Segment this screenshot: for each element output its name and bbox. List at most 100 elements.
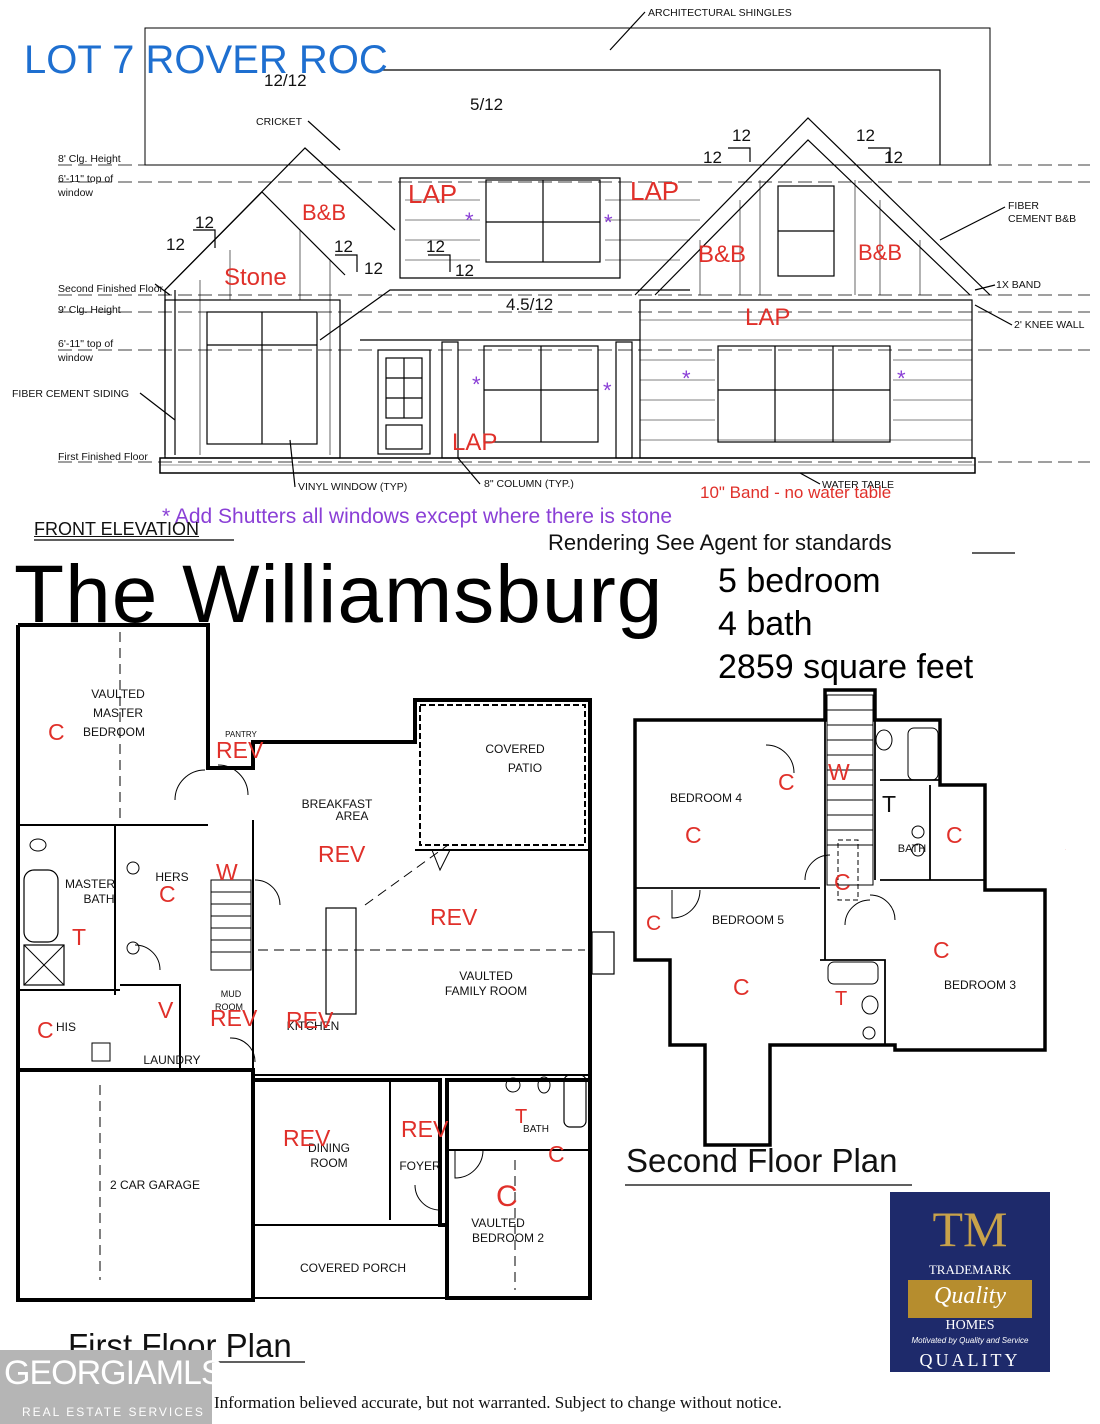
callout-window: window <box>57 187 93 199</box>
shutter-note: * Add Shutters all windows except where … <box>162 505 673 528</box>
logo-tagline: QUALITY <box>919 1350 1021 1370</box>
room-dining: DINING <box>308 1141 350 1155</box>
georgia-mls-badge <box>0 1350 212 1424</box>
room-dining-room: ROOM <box>310 1156 347 1170</box>
second-floor-plan-drawing <box>633 688 1047 1147</box>
callout-top-of-window-2: 6'-11" top of <box>58 338 113 350</box>
second-floor-title: Second Floor Plan <box>626 1142 898 1179</box>
pitch-12-a: 12 <box>732 126 751 145</box>
room-vaulted: VAULTED <box>91 687 145 701</box>
room-kitchen: KITCHEN <box>287 1019 340 1033</box>
room-bath-bed2: BATH <box>523 1124 549 1135</box>
material-bb-1: B&B <box>302 200 346 225</box>
shutter-mark-3: * <box>472 372 481 397</box>
mark2-c-bed5: C <box>733 974 750 1000</box>
pitch-12-e: 12 <box>195 213 214 232</box>
mark-rev-breakfast: REV <box>318 841 366 867</box>
mark2-c-extra: C <box>1065 849 1066 851</box>
mark-v: V <box>158 997 174 1023</box>
callout-1x-band: 1X BAND <box>996 279 1041 291</box>
callout-8-clg-height: 8' Clg. Height <box>58 153 121 165</box>
room-master: MASTER <box>93 706 143 720</box>
mark2-t: T <box>882 791 896 817</box>
logo-quality-script: Quality <box>934 1283 1006 1309</box>
mark2-c-hall: C <box>834 869 851 895</box>
room-laundry: LAUNDRY <box>143 1053 200 1067</box>
room-garage: 2 CAR GARAGE <box>110 1178 200 1192</box>
mark2-c-bath: C <box>946 822 963 848</box>
callout-vinyl-window: VINYL WINDOW (TYP) <box>298 481 407 493</box>
shutter-mark-6: * <box>897 366 906 391</box>
mark-c-his: C <box>37 1017 54 1043</box>
material-bb-3: B&B <box>858 240 902 265</box>
bath-count: 4 bath <box>718 605 813 643</box>
room-bedroom-5: BEDROOM 5 <box>712 913 784 927</box>
shutter-mark-1: * <box>465 208 474 233</box>
mark-rev-pantry: REV <box>216 737 264 763</box>
plan-name: The Williamsburg <box>14 549 664 640</box>
room-hers: HERS <box>155 870 188 884</box>
square-feet: 2859 square feet <box>718 648 974 686</box>
mark-c-bed2: C <box>496 1180 518 1213</box>
mark2-c-bed3: C <box>933 937 950 963</box>
disclaimer: Information believed accurate, but not w… <box>214 1393 782 1412</box>
bedroom-count: 5 bedroom <box>718 562 881 600</box>
room-foyer: FOYER <box>399 1159 441 1173</box>
mark-w: W <box>216 859 238 885</box>
pitch-12-f: 12 <box>166 235 185 254</box>
mls-name: GEORGIAMLS <box>4 1354 224 1392</box>
front-elevation-drawing <box>58 11 1090 488</box>
room-covered-porch: COVERED PORCH <box>300 1261 406 1275</box>
pitch-labels: 12/12 5/12 4.5/12 12 12 12 12 12 12 12 1… <box>166 71 903 314</box>
shutter-mark-5: * <box>682 366 691 391</box>
room-area: AREA <box>336 809 369 823</box>
room-bedroom-3: BEDROOM 3 <box>944 978 1016 992</box>
room-master-bath-1: MASTER <box>65 877 115 891</box>
logo-tagline-sub: IS OUR TRADEMARK <box>930 1371 1010 1380</box>
mark-rev-dining: REV <box>283 1125 331 1151</box>
pitch-5-12: 5/12 <box>470 95 503 114</box>
mls-subtitle: REAL ESTATE SERVICES <box>22 1405 205 1419</box>
material-stone: Stone <box>224 264 287 291</box>
callout-top-of-window: 6'-11" top of <box>58 173 113 185</box>
mark2-t-bath3: T <box>835 988 847 1010</box>
mark2-c-bed4: C <box>685 822 702 848</box>
callout-second-finished-floor: Second Finished Floor <box>58 283 164 295</box>
mark-c-bath2: C <box>548 1141 565 1167</box>
logo-monogram: TM <box>932 1201 1008 1257</box>
mark-rev-family: REV <box>430 904 478 930</box>
mark-t-bath2: T <box>515 1106 527 1128</box>
callout-cement-bb: CEMENT B&B <box>1008 213 1076 225</box>
mark2-c-closet4: C <box>778 769 795 795</box>
pitch-12-b: 12 <box>856 126 875 145</box>
material-lap-1: LAP <box>408 179 457 209</box>
room-bedroom: BEDROOM <box>83 725 145 739</box>
lot-label: LOT 7 ROVER ROC <box>24 38 388 82</box>
mark-rev-mud: REV <box>210 1005 258 1031</box>
room-mud: MUD <box>221 989 242 999</box>
mark-rev-foyer: REV <box>401 1116 449 1142</box>
mark2-w: W <box>828 759 850 785</box>
material-bb-2: B&B <box>698 241 746 268</box>
first-floor-markups: C REV REV REV W C T C V REV REV REV REV … <box>37 719 565 1213</box>
rendering-note: Rendering See Agent for standards <box>548 530 892 555</box>
band-note: 10" Band - no water table <box>700 483 891 502</box>
room-patio: PATIO <box>508 761 542 775</box>
room-bath-upper: BATH <box>898 843 927 855</box>
first-floor-plan-drawing <box>16 623 615 1302</box>
pitch-12-i: 12 <box>426 237 445 256</box>
shutter-markers: * * * * * * <box>465 208 906 403</box>
callout-window-2: window <box>57 352 93 364</box>
callout-water-table: WATER TABLE <box>822 479 894 491</box>
pitch-4-5-12: 4.5/12 <box>506 295 553 314</box>
shutter-mark-2: * <box>604 210 613 235</box>
logo-trademark: TRADEMARK <box>928 1262 1012 1277</box>
mark2-c-closet5: C <box>646 912 661 935</box>
room-covered: COVERED <box>485 742 545 756</box>
mark-rev-kitchen: REV <box>286 1007 334 1033</box>
callout-column: 8" COLUMN (TYP.) <box>484 478 574 490</box>
logo-gold-band <box>908 1280 1032 1318</box>
logo-motto: Motivated by Quality and Service <box>911 1336 1029 1345</box>
room-pantry: PANTRY <box>225 730 257 739</box>
